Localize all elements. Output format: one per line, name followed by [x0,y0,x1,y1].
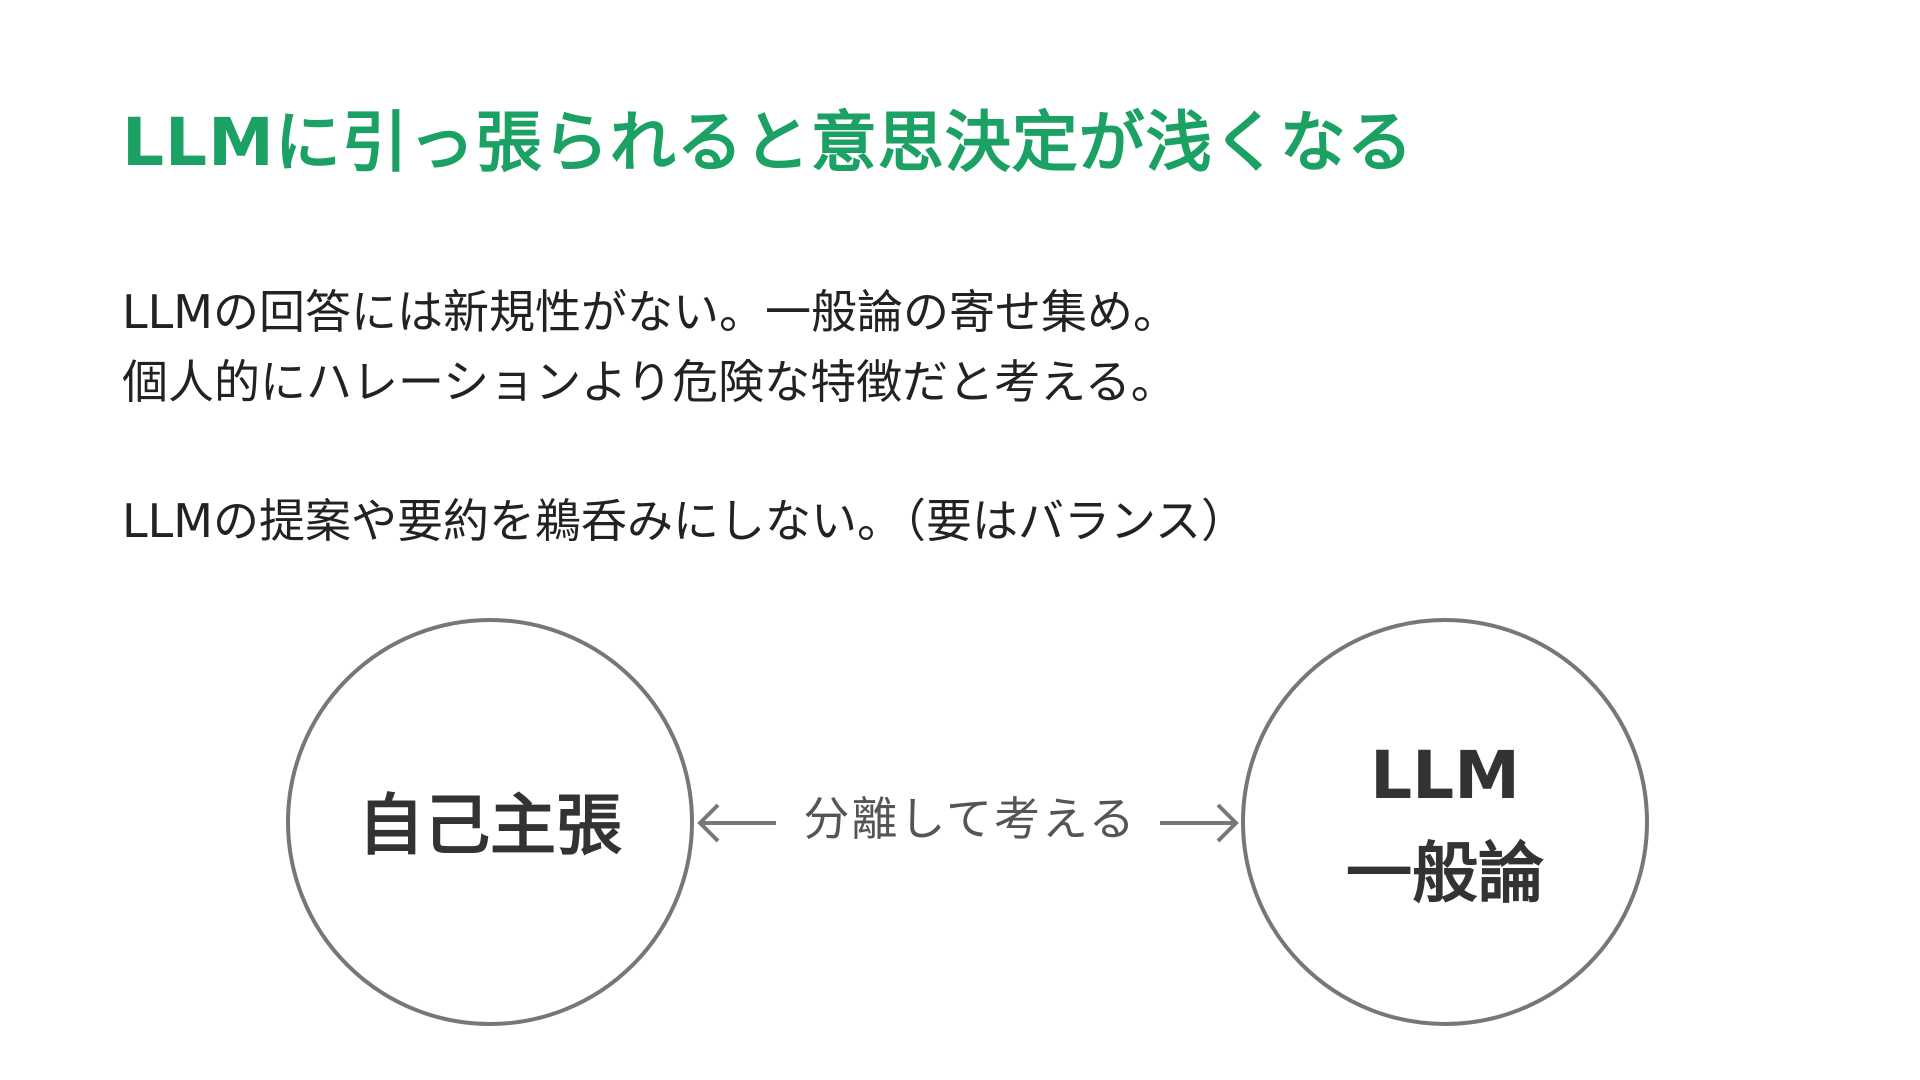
body-line-1: LLMの回答には新規性がない。一般論の寄せ集め。 [122,285,1179,339]
slide-title: LLMに引っ張られると意思決定が浅くなる [122,104,1414,181]
body-line-2: 個人的にハレーションより危険な特徴だと考える。 [122,355,1177,409]
left-circle [286,618,694,1026]
connector-label: 分離して考える [803,792,1137,846]
right-circle-label-general: 一般論 [1346,835,1544,912]
right-circle [1241,618,1649,1026]
left-arrow-icon [697,803,776,843]
left-circle-label: 自己主張 [358,787,622,864]
right-circle-label-llm: LLM [1370,737,1520,814]
right-arrow-icon [1160,803,1239,843]
body-line-3: LLMの提案や要約を鵜呑みにしない。（要はバランス） [122,494,1248,548]
